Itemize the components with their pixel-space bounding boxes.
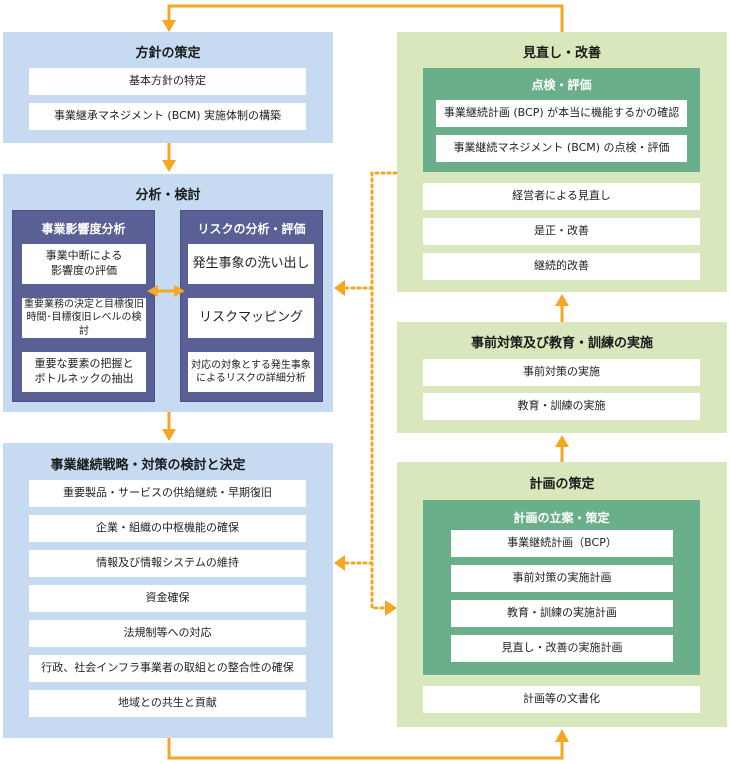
strategy-item: 地域との共生と貢献	[29, 690, 306, 717]
bia-box: 事業影響度分析 事業中断による 影響度の評価 重要業務の決定と目標復旧 時間･目…	[12, 210, 155, 402]
drafting-title: 計画の立案・策定	[513, 511, 610, 525]
bia-item: 重要業務の決定と目標復旧 時間･目標復旧レベルの検討	[22, 298, 146, 338]
policy-title: 方針の策定	[135, 46, 201, 61]
arrowhead	[162, 20, 176, 32]
risk-item: 対応の対象とする発生事象 によるリスクの詳細分析	[188, 352, 314, 392]
analysis-title: 分析・検討	[135, 188, 201, 203]
inspection-title: 点検・評価	[531, 78, 592, 92]
inspection-item: 事業継続計画 (BCP) が本当に機能するかの確認	[436, 100, 687, 127]
analysis-panel: 分析・検討 事業影響度分析 事業中断による 影響度の評価 重要業務の決定と目標復…	[3, 174, 333, 412]
risk-box: リスクの分析・評価 発生事象の洗い出し リスクマッピング 対応の対象とする発生事…	[180, 210, 323, 402]
drafting-item: 見直し・改善の実施計画	[451, 635, 673, 662]
strategy-item: 法規制等への対応	[29, 620, 306, 647]
risk-item: 発生事象の洗い出し	[188, 244, 314, 284]
strategy-title: 事業継続戦略・対策の検討と決定	[50, 458, 246, 473]
arrowhead	[555, 729, 569, 742]
arrowhead	[334, 280, 345, 296]
policy-item: 基本方針の特定	[29, 68, 306, 95]
strategy-item: 資金確保	[29, 585, 306, 612]
dotted-feedback-line	[370, 171, 398, 610]
strategy-item: 重要製品・サービスの供給継続・早期復旧	[29, 480, 306, 507]
drafting-item: 教育・訓練の実施計画	[451, 600, 673, 627]
implementation-item: 教育・訓練の実施	[423, 393, 700, 420]
risk-title: リスクの分析・評価	[197, 222, 306, 236]
review-item: 是正・改善	[423, 218, 700, 245]
strategy-item: 行政、社会インフラ事業者の取組との整合性の確保	[29, 655, 306, 682]
planning-title: 計画の策定	[529, 477, 595, 492]
review-panel: 見直し・改善 点検・評価 事業継続計画 (BCP) が本当に機能するかの確認 事…	[397, 32, 727, 292]
strategy-panel: 事業継続戦略・対策の検討と決定 重要製品・サービスの供給継続・早期復旧 企業・組…	[3, 443, 333, 738]
bia-title: 事業影響度分析	[41, 222, 126, 236]
review-item: 継続的改善	[423, 253, 700, 280]
implementation-panel: 事前対策及び教育・訓練の実施 事前対策の実施 教育・訓練の実施	[397, 322, 727, 433]
policy-item: 事業継承マネジメント (BCM) 実施体制の構築	[29, 103, 306, 130]
strategy-item: 企業・組織の中枢機能の確保	[29, 515, 306, 542]
drafting-item: 事前対策の実施計画	[451, 565, 673, 592]
inspection-item: 事業継続マネジメント (BCM) の点検・評価	[436, 135, 687, 162]
bia-item: 重要な要素の把握と ボトルネックの抽出	[22, 352, 146, 392]
review-item: 経営者による見直し	[423, 183, 700, 210]
planning-panel: 計画の策定 計画の立案・策定 事業継続計画（BCP） 事前対策の実施計画 教育・…	[397, 462, 727, 727]
bottom-arrow-line	[167, 738, 564, 760]
arrowhead	[162, 429, 176, 441]
review-title: 見直し・改善	[522, 46, 601, 61]
drafting-box: 計画の立案・策定 事業継続計画（BCP） 事前対策の実施計画 教育・訓練の実施計…	[423, 500, 700, 675]
loop-arrow-line	[167, 4, 564, 32]
drafting-item: 事業継続計画（BCP）	[451, 530, 673, 557]
arrowhead	[555, 435, 569, 447]
bia-item: 事業中断による 影響度の評価	[22, 244, 146, 284]
implementation-item: 事前対策の実施	[423, 359, 700, 386]
policy-panel: 方針の策定 基本方針の特定 事業継承マネジメント (BCM) 実施体制の構築	[3, 32, 333, 143]
planning-item: 計画等の文書化	[423, 686, 700, 713]
inspection-box: 点検・評価 事業継続計画 (BCP) が本当に機能するかの確認 事業継続マネジメ…	[423, 68, 700, 172]
arrowhead	[334, 555, 345, 571]
arrowhead	[555, 294, 569, 306]
arrowhead	[385, 600, 397, 616]
risk-item: リスクマッピング	[188, 298, 314, 338]
arrowhead	[162, 160, 176, 172]
strategy-item: 情報及び情報システムの維持	[29, 550, 306, 577]
implementation-title: 事前対策及び教育・訓練の実施	[470, 336, 653, 351]
